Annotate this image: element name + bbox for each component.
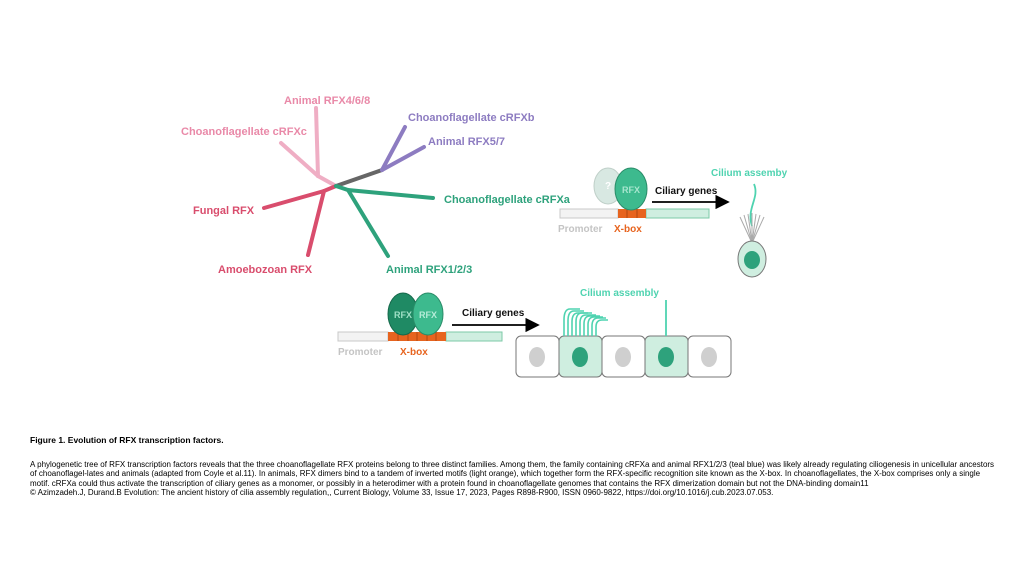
- label-choano-cfrxc: Choanoflagellate cRFXc: [181, 126, 307, 138]
- rfx-dimer-left-label: RFX: [394, 310, 412, 320]
- rfx-dimer-right: [412, 292, 444, 336]
- caption-body: A phylogenetic tree of RFX transcription…: [30, 459, 995, 488]
- xbox-motif: [618, 209, 646, 218]
- cilium-assembly-label: Cilium assemby: [711, 168, 788, 179]
- rfx-dimer-right-label: RFX: [419, 310, 437, 320]
- label-amoebozoan-rfx: Amoebozoan RFX: [218, 264, 313, 276]
- animal-panel: RFX RFX Ciliary genes Promoter X-box Cil…: [337, 288, 732, 378]
- flagellum: [749, 183, 757, 227]
- caption-title: Figure 1. Evolution of RFX transcription…: [30, 435, 224, 445]
- branch-fungal-rfx: [262, 184, 338, 210]
- label-choano-cfrxb: Choanoflagellate cRFXb: [408, 112, 535, 124]
- dna-promoter: [559, 208, 619, 219]
- rfx-monomer: [614, 167, 648, 211]
- label-animal-rfx123: Animal RFX1/2/3: [386, 264, 472, 276]
- label-animal-rfx57: Animal RFX5/7: [428, 136, 505, 148]
- branch-stem: [334, 168, 384, 188]
- cilium-assembly-label: Cilium assembly: [580, 288, 659, 299]
- rfx-monomer-label: RFX: [622, 185, 640, 195]
- promoter-label: Promoter: [338, 347, 383, 358]
- dna-gene: [645, 208, 710, 219]
- branch-animal-rfx123: [346, 188, 390, 258]
- ciliary-genes-label: Ciliary genes: [655, 186, 718, 197]
- branch-amoebozoan-rfx: [306, 189, 326, 257]
- promoter-label: Promoter: [558, 224, 603, 235]
- choanoflagellate-panel: ? RFX Ciliary genes Promoter X-box Ciliu…: [558, 167, 788, 278]
- branch-choano-cfrxc: [279, 141, 320, 178]
- rfx-evolution-figure: Animal RFX4/6/8 Choanoflagellate cRFXc C…: [181, 95, 788, 378]
- xbox-label: X-box: [400, 347, 428, 358]
- ciliary-genes-label: Ciliary genes: [462, 308, 525, 319]
- microvilli-collar: [739, 213, 765, 244]
- branch-animal-rfx57: [380, 145, 426, 172]
- cell-nucleus: [744, 251, 760, 269]
- label-animal-rfx468: Animal RFX4/6/8: [284, 95, 370, 107]
- unknown-protein-mark: ?: [605, 181, 611, 192]
- xbox-label: X-box: [614, 224, 642, 235]
- phylogenetic-tree: [262, 106, 435, 258]
- caption-credit: © Azimzadeh.J, Durand.B Evolution: The a…: [30, 488, 774, 497]
- label-fungal-rfx: Fungal RFX: [193, 205, 255, 217]
- dna-promoter: [337, 331, 389, 342]
- figure-caption: Figure 1. Evolution of RFX transcription…: [30, 435, 998, 498]
- label-choano-cfrxa: Choanoflagellate cRFXa: [444, 194, 571, 206]
- motile-cilia: [563, 308, 608, 336]
- branch-choano-cfrxb: [380, 125, 407, 172]
- dna-gene: [445, 331, 503, 342]
